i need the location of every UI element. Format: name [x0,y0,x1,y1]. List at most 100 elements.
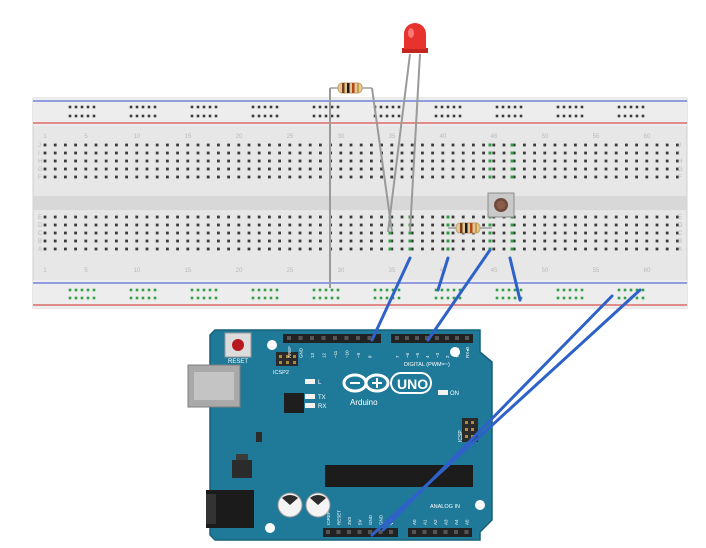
breadboard-hole [237,167,241,171]
breadboard-hole [370,239,373,243]
breadboard-hole [349,231,353,235]
breadboard-hole [553,151,557,155]
breadboard-hole [176,215,179,219]
rail-hole [501,105,505,109]
icsp-pin [471,428,474,431]
rail-hole [324,296,328,300]
breadboard-hole [319,215,322,219]
column-number: 50 [542,268,549,274]
breadboard-hole [186,231,190,235]
rail-hole [147,288,151,292]
reset-button-cap[interactable] [232,339,244,351]
rail-hole [446,114,450,118]
breadboard-hole [594,159,598,163]
breadboard-hole [135,247,139,251]
rail-hole [507,296,511,300]
rail-hole [269,296,273,300]
breadboard-hole [268,215,271,219]
breadboard-hole [94,167,98,171]
rail-hole [251,296,255,300]
breadboard-hole [339,223,343,227]
header-pin [310,336,314,340]
breadboard-hole [492,175,496,179]
breadboard-hole [502,247,506,251]
usb-interface-chip [284,393,304,413]
breadboard-hole [319,223,322,227]
top-power-rail [33,98,687,126]
breadboard-hole [227,167,230,171]
breadboard-hole [186,247,190,251]
rail-hole [562,288,566,292]
breadboard-hole [553,215,557,219]
breadboard-hole [176,239,179,243]
breadboard-hole [74,215,77,219]
breadboard-hole [308,215,312,219]
breadboard-hole [104,143,108,147]
breadboard-hole [84,143,88,147]
rail-hole [458,114,462,118]
breadboard-hole [655,223,659,227]
breadboard-hole [176,231,179,235]
rail-hole [580,105,584,109]
breadboard-hole [319,231,322,235]
breadboard-hole [84,239,88,243]
rail-hole [147,296,151,300]
breadboard-hole [461,175,465,179]
breadboard-hole [43,239,47,243]
icsp2-pin [279,355,282,358]
breadboard-hole [268,231,271,235]
header-pin [465,336,469,340]
breadboard-hole [421,215,424,219]
connected-hole [488,151,492,155]
column-number: 5 [84,268,88,274]
connected-hole [510,151,514,155]
breadboard-hole [135,159,139,163]
rail-hole [68,296,72,300]
breadboard-hole [196,143,200,147]
rail-hole [208,296,212,300]
breadboard-hole [196,159,200,163]
digital-pin-label: GND [299,347,304,358]
breadboard-hole [84,223,88,227]
analog-pin-label: A1 [423,519,428,525]
breadboard-hole [237,223,241,227]
breadboard-hole [104,247,108,251]
rail-hole [68,114,72,118]
rail-hole [257,114,261,118]
breadboard-hole [155,159,159,163]
breadboard-hole [319,175,322,179]
rail-hole [446,296,450,300]
breadboard-hole [533,175,536,179]
rail-hole [391,105,395,109]
connected-hole [446,215,450,219]
power-pin-label: 5V [358,519,363,525]
breadboard-hole [196,175,200,179]
atmega-chip [325,465,473,487]
breadboard-hole [614,215,618,219]
rail-hole [257,105,261,109]
rail-hole [214,114,218,118]
rail-hole [336,296,340,300]
breadboard-hole [217,247,220,251]
power-pin-label: GND [368,514,373,525]
breadboard-hole [655,175,659,179]
connected-hole [388,239,392,243]
breadboard-hole [655,231,659,235]
breadboard-hole [125,239,128,243]
breadboard-hole [278,239,281,243]
breadboard-hole [359,167,363,171]
breadboard-hole [380,175,383,179]
breadboard-hole [196,239,200,243]
breadboard-hole [278,175,281,179]
breadboard-hole [574,159,577,163]
row-letter: I [678,151,680,157]
breadboard-hole [502,143,506,147]
breadboard-hole [543,247,547,251]
breadboard-hole [125,167,128,171]
breadboard-hole [298,247,302,251]
rail-hole [214,288,218,292]
breadboard-hole [319,151,322,155]
header-pin [367,336,372,340]
